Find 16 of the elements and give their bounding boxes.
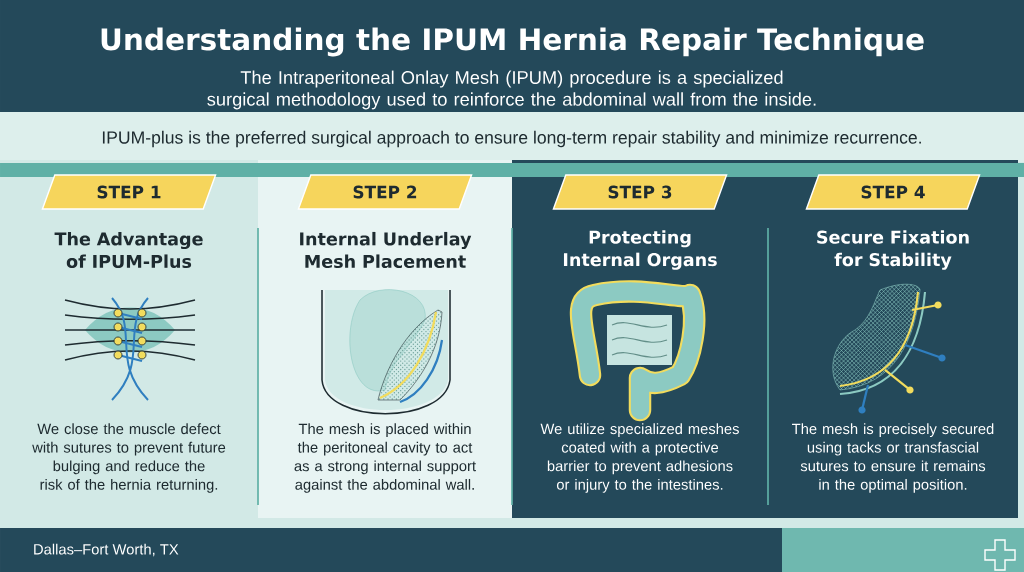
footer-text: Dallas–Fort Worth, TX xyxy=(34,543,179,557)
panel-text: The mesh is placed within the peritoneal cavity to act as a strong internal support against the abdominal wall. xyxy=(294,423,476,493)
step-badge: STEP 1 xyxy=(41,174,217,210)
panel-heading: The Advantage of IPUM-Plus xyxy=(54,231,203,269)
intro-text: IPUM-plus is the preferred surgical approach to ensure long-term repair stability and minimize recurrence. xyxy=(102,130,921,148)
subtitle: The Intraperitoneal Onlay Mesh (IPUM) procedure is a specialized surgical methodology used to reinforce the abdominal wall from the inside. xyxy=(207,70,816,110)
step-badge: STEP 3 xyxy=(552,174,728,210)
panel-text: We utilize specialized meshes coated with a protective barrier to prevent adhesions or injury to the intestines. xyxy=(540,423,739,493)
panel-heading: Protecting Internal Organs xyxy=(563,230,717,270)
panel-heading: Internal Underlay Mesh Placement xyxy=(300,231,472,269)
panel-text: We close the muscle defect with sutures to prevent future bulging and reduce the risk of the hernia returning. xyxy=(32,423,226,493)
title: Understanding the IPUM Hernia Repair Technique xyxy=(101,27,924,57)
step-badge: STEP 4 xyxy=(805,174,981,210)
step-badge: STEP 2 xyxy=(297,174,473,210)
panel-heading: Secure Fixation for Stability xyxy=(817,230,969,270)
panel-text: The mesh is precisely secured using tacks or transfascial sutures to ensure it remains in the optimal position. xyxy=(792,423,994,493)
